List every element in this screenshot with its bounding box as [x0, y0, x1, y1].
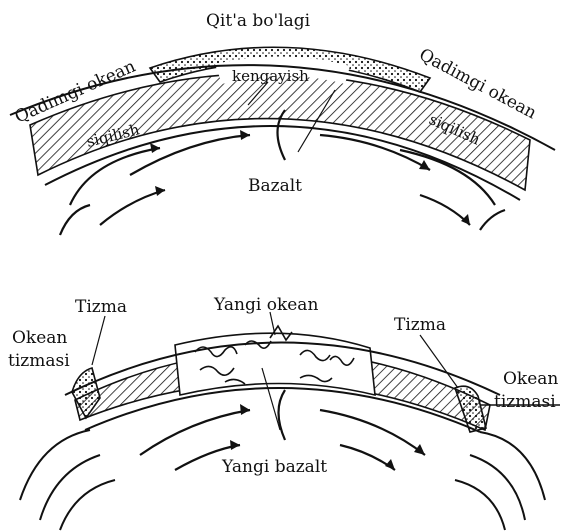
- ocean-ridge-right-label-line2: tizmasi: [494, 392, 556, 412]
- extension-label: kengayish: [232, 67, 309, 85]
- tizma-left-leader: [92, 316, 105, 365]
- ocean-ridge-left-label-line2: tizmasi: [8, 351, 70, 371]
- bottom-panel: Tizma Yangi okean Tizma Okean tizmasi Ok…: [8, 295, 560, 530]
- yangi-okean-leader: [270, 312, 275, 335]
- bottom-mantle-arcs: [20, 430, 545, 530]
- top-panel: Qit'a bo'lagi Qadimgi okean Qadimgi okea…: [10, 11, 555, 235]
- ridge-left-label: Tizma: [75, 297, 127, 317]
- ridge-right-label: Tizma: [394, 315, 446, 335]
- ocean-ridge-right-label-line1: Okean: [503, 369, 558, 389]
- ocean-ridge-left-label-line1: Okean: [12, 328, 67, 348]
- new-basalt-label: Yangi bazalt: [221, 457, 327, 477]
- basalt-label: Bazalt: [248, 176, 302, 196]
- continent-piece-label: Qit'a bo'lagi: [206, 11, 311, 31]
- new-ocean-label: Yangi okean: [213, 295, 318, 315]
